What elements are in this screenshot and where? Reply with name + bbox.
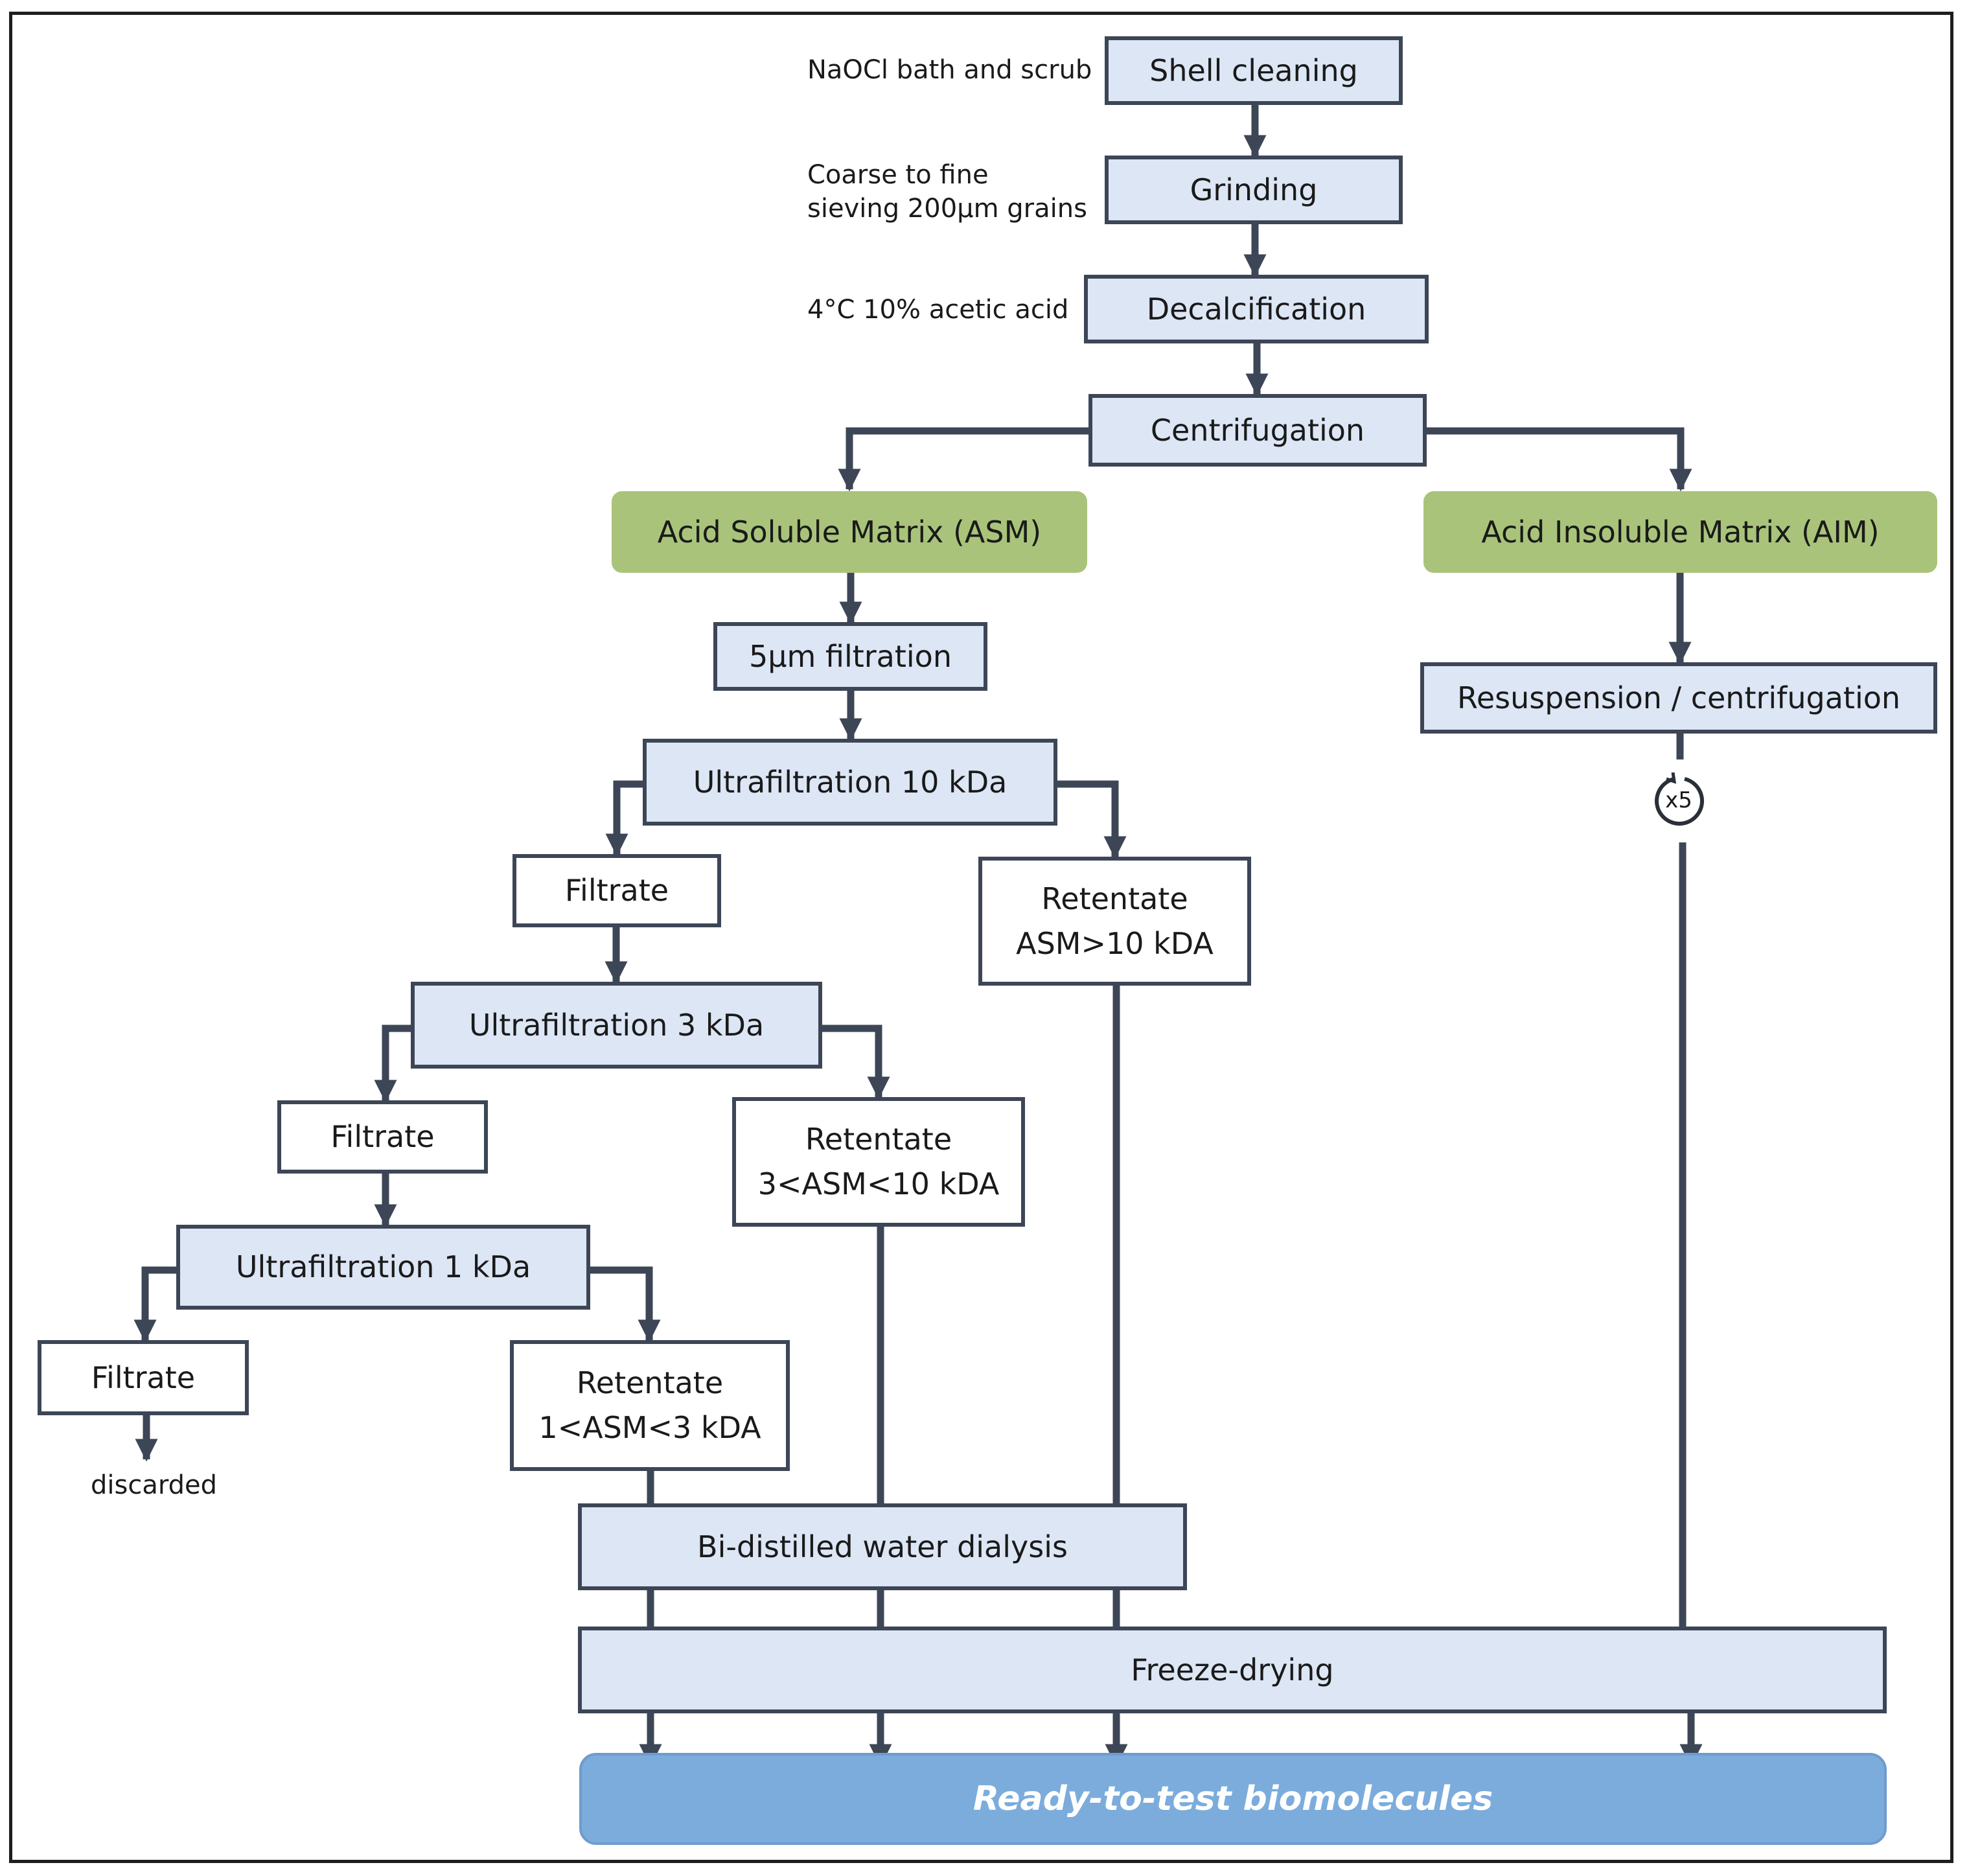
filtrate-box-2: Filtrate (277, 1100, 488, 1174)
retentate-label: Retentate (805, 1122, 952, 1157)
final-label: Ready-to-test biomolecules (973, 1779, 1493, 1818)
retentate-range: 1<ASM<3 kDA (538, 1410, 761, 1445)
step-decalcification: Decalcification (1084, 275, 1429, 343)
arrow-uf1-to-retentate (589, 1266, 661, 1343)
retentate-range: ASM>10 kDA (1016, 925, 1214, 961)
retentate-box-1-3kda: Retentate 1<ASM<3 kDA (510, 1340, 790, 1471)
step-label: Centrifugation (1150, 412, 1365, 448)
asm-label: Acid Soluble Matrix (ASM) (657, 514, 1042, 550)
filtrate-label: Filtrate (330, 1119, 435, 1154)
aim-label: Acid Insoluble Matrix (AIM) (1481, 514, 1880, 550)
step-label: Bi-distilled water dialysis (697, 1529, 1068, 1564)
filtrate-label: Filtrate (91, 1360, 196, 1395)
step-label: Resuspension / centrifugation (1457, 680, 1901, 715)
note-discarded: discarded (91, 1470, 217, 1500)
final-output: Ready-to-test biomolecules (579, 1753, 1887, 1845)
diagram-frame (9, 12, 1953, 1863)
step-label: Grinding (1190, 172, 1318, 207)
note-decalcification: 4°C 10% acetic acid (807, 295, 1069, 325)
step-label: Decalcification (1146, 291, 1366, 327)
filtrate-box-1: Filtrate (512, 854, 721, 927)
filtrate-label: Filtrate (564, 873, 669, 908)
arrow-uf3-to-filtrate (374, 1025, 412, 1103)
arrow-uf3-to-retentate (821, 1025, 890, 1100)
note-grinding: Coarse to fine sieving 200µm grains (807, 158, 1087, 226)
step-ultrafiltration-3kda: Ultrafiltration 3 kDa (411, 982, 822, 1069)
retentate-label: Retentate (1041, 881, 1188, 916)
retentate-box-10kda: Retentate ASM>10 kDA (978, 857, 1251, 986)
step-label: 5µm filtration (749, 638, 952, 674)
arrow-uf1-to-filtrate (133, 1266, 178, 1343)
step-dialysis: Bi-distilled water dialysis (578, 1503, 1187, 1590)
step-resuspension-centrifugation: Resuspension / centrifugation (1420, 662, 1937, 734)
step-ultrafiltration-1kda: Ultrafiltration 1 kDa (176, 1225, 590, 1310)
step-shell-cleaning: Shell cleaning (1105, 36, 1403, 105)
step-grinding: Grinding (1105, 156, 1403, 224)
step-label: Freeze-drying (1131, 1652, 1334, 1687)
step-freeze-drying: Freeze-drying (578, 1627, 1887, 1713)
note-grinding-line-1: Coarse to fine (807, 160, 989, 190)
retentate-box-3-10kda: Retentate 3<ASM<10 kDA (732, 1097, 1025, 1227)
step-5um-filtration: 5µm filtration (713, 622, 987, 691)
note-grinding-line-2: sieving 200µm grains (807, 194, 1087, 224)
step-label: Shell cleaning (1149, 52, 1358, 88)
repeat-count: x5 (1665, 787, 1692, 813)
step-ultrafiltration-10kda: Ultrafiltration 10 kDa (643, 739, 1057, 826)
arrow-centrifugation-to-asm (838, 427, 1090, 492)
repeat-icon (1655, 772, 1704, 826)
repeat-loop: x5 (1651, 772, 1707, 828)
step-centrifugation: Centrifugation (1088, 394, 1427, 467)
retentate-range: 3<ASM<10 kDA (757, 1166, 1000, 1201)
note-cleaning: NaOCl bath and scrub (807, 55, 1092, 85)
asm-box: Acid Soluble Matrix (ASM) (612, 491, 1087, 573)
step-label: Ultrafiltration 3 kDa (468, 1007, 765, 1043)
arrow-uf10-to-filtrate (605, 780, 644, 857)
aim-box: Acid Insoluble Matrix (AIM) (1423, 491, 1937, 573)
arrow-uf10-to-retentate (1056, 780, 1127, 859)
filtrate-box-3: Filtrate (38, 1340, 249, 1415)
arrow-centrifugation-to-aim (1425, 427, 1692, 492)
retentate-label: Retentate (576, 1365, 724, 1400)
step-label: Ultrafiltration 1 kDa (235, 1249, 531, 1284)
step-label: Ultrafiltration 10 kDa (693, 764, 1008, 800)
